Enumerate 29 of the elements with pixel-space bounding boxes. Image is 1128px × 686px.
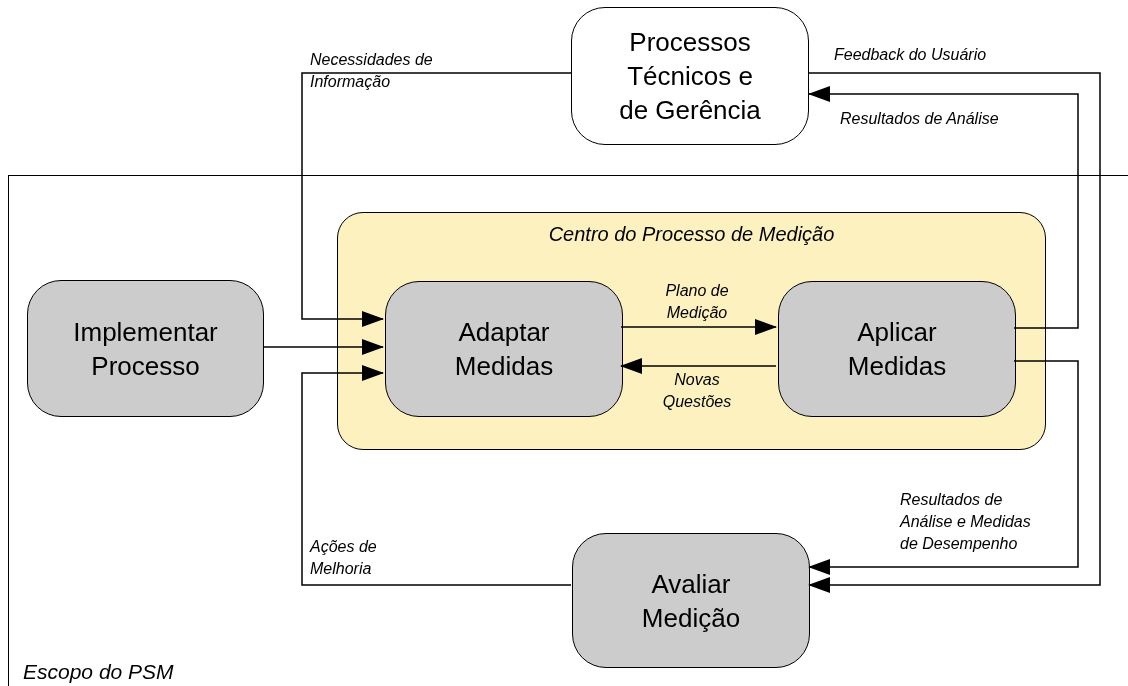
arrow bbox=[808, 360, 1079, 575]
arrow bbox=[301, 72, 572, 327]
edge-label: Plano de Medição bbox=[664, 281, 730, 323]
edge-label: Necessidades de Informação bbox=[310, 50, 434, 92]
edge-label: Feedback do Usuário bbox=[834, 45, 988, 65]
box-label: Aplicar Medidas bbox=[846, 316, 948, 383]
process-box bbox=[572, 533, 810, 668]
arrow bbox=[620, 358, 777, 374]
box-label: Implementar Processo bbox=[72, 315, 219, 383]
arrow bbox=[808, 72, 1101, 593]
process-box bbox=[385, 281, 623, 417]
panel-title: Centro do Processo de Medição bbox=[547, 223, 836, 246]
box-label: Avaliar Medição bbox=[640, 567, 742, 635]
edge-label: Novas Questões bbox=[661, 370, 733, 412]
box-label: Processos Técnicos e de Gerência bbox=[618, 26, 762, 127]
box-label: Adaptar Medidas bbox=[453, 316, 555, 383]
process-box bbox=[778, 281, 1016, 417]
process-box bbox=[27, 280, 264, 417]
edge-label: Resultados de Análise e Medidas de Desempenho bbox=[900, 490, 1032, 554]
scope-boundary bbox=[8, 175, 1128, 686]
edge-label: Resultados de Análise bbox=[840, 109, 1000, 129]
arrow bbox=[262, 339, 384, 355]
arrow bbox=[620, 319, 777, 335]
scope-label: Escopo do PSM bbox=[23, 660, 174, 684]
process-box bbox=[571, 7, 809, 145]
arrow bbox=[301, 365, 572, 586]
edge-label: Ações de Melhoria bbox=[310, 537, 378, 579]
arrow bbox=[808, 86, 1079, 329]
group-panel bbox=[337, 212, 1046, 450]
